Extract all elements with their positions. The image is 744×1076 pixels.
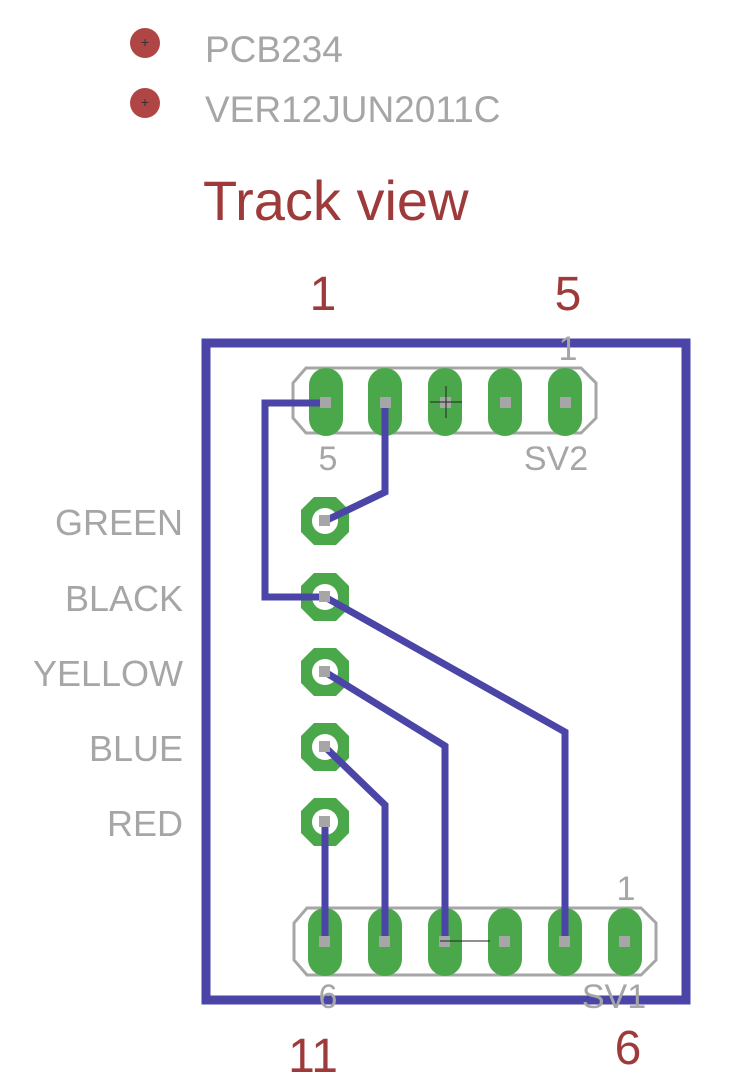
page-title: Track view [203, 169, 469, 232]
sv1-pin6-label: 6 [319, 978, 338, 1016]
track-black-to-sv1 [323, 593, 569, 941]
wire-label-yellow: YELLOW [33, 653, 183, 694]
sv2-outline [291, 366, 598, 435]
track-blue-to-sv1 [322, 744, 389, 941]
marker-icon [130, 88, 160, 118]
board-outline [201, 338, 691, 1005]
sv2-pin1-label: 1 [559, 330, 578, 368]
pcb-number: PCB234 [205, 29, 343, 70]
sv1-pads [308, 908, 642, 976]
sv1-name: SV1 [582, 978, 646, 1016]
marker-icon [130, 28, 160, 58]
drills [319, 397, 630, 947]
track-sv2-pin4-to-green [323, 403, 389, 525]
sv2-pin5-label: 5 [319, 440, 338, 478]
sv2-name: SV2 [524, 440, 588, 478]
tracks [261, 399, 569, 941]
track-sv2-pin5-to-black [261, 399, 326, 601]
crosshair-icon: + [141, 34, 149, 50]
wire-labels: GREEN BLACK YELLOW BLUE RED [33, 502, 183, 844]
wire-label-red: RED [107, 803, 183, 844]
version-label: VER12JUN2011C [205, 89, 500, 130]
wire-label-blue: BLUE [89, 728, 183, 769]
crosshair-icon: + [141, 94, 149, 110]
wire-label-green: GREEN [55, 502, 183, 543]
corner-label-bottom-right: 6 [615, 1022, 642, 1075]
crosshairs [430, 386, 490, 942]
sv1-outline [292, 906, 658, 977]
header: + PCB234 + VER12JUN2011C Track view [130, 28, 500, 232]
corner-label-bottom-left: 11 [288, 1030, 338, 1076]
corner-label-top-left: 1 [310, 268, 337, 321]
track-yellow-to-sv1 [323, 669, 449, 941]
sv1-pin1-label: 1 [617, 870, 636, 908]
corner-label-top-right: 5 [555, 268, 582, 321]
wire-label-black: BLACK [65, 578, 183, 619]
